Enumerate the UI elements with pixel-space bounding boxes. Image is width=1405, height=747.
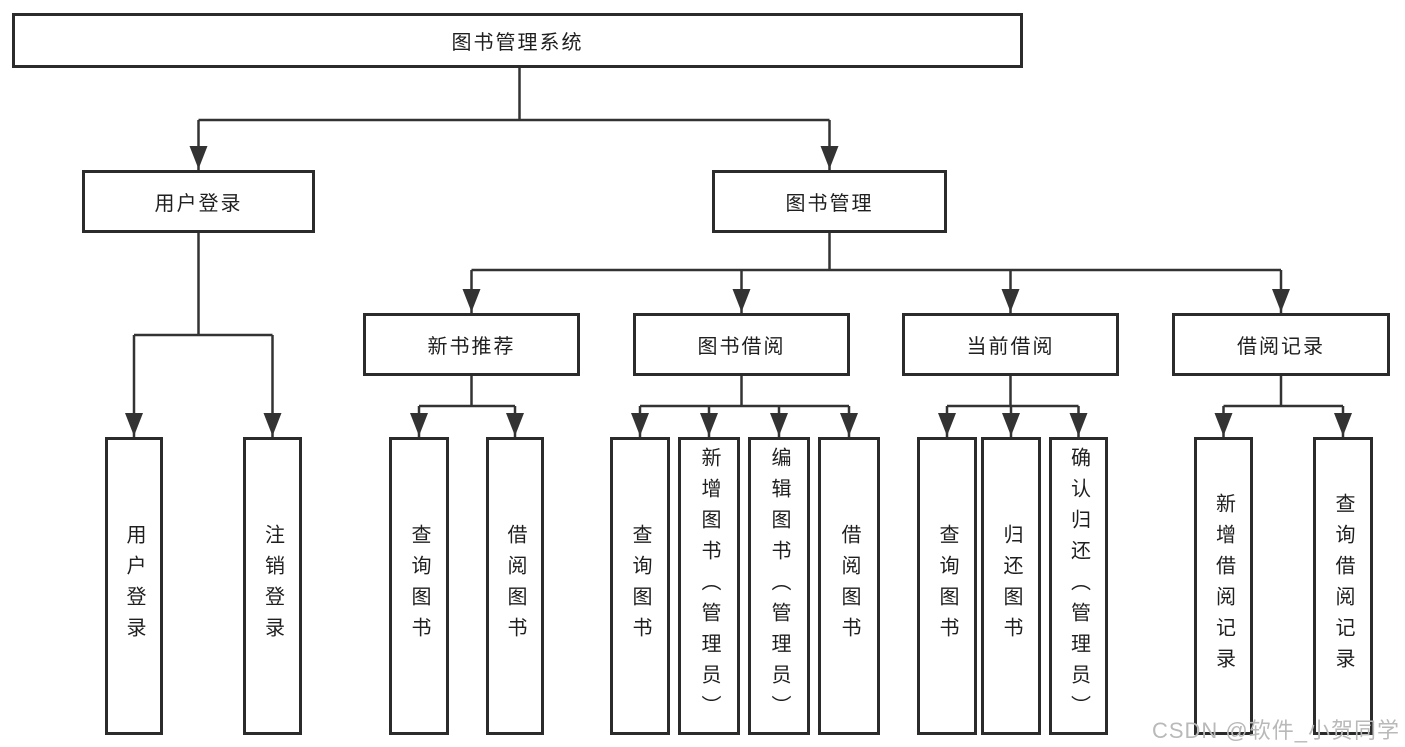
diagram-leaf-edit-book-admin: 编辑图书（管理员） (748, 437, 810, 735)
leaf-label: 确认归还（管理员） (1067, 446, 1090, 726)
diagram-leaf-add-book-admin: 新增图书（管理员） (678, 437, 740, 735)
diagram-leaf-add-borrow-record: 新增借阅记录 (1194, 437, 1253, 735)
diagram-node-book-management: 图书管理 (712, 170, 947, 233)
diagram-node-new-book-recommend: 新书推荐 (363, 313, 580, 376)
arrowheads (125, 146, 1352, 436)
diagram-leaf-borrow-query-book: 查询图书 (610, 437, 670, 735)
tree-edges (132, 68, 1345, 437)
leaf-label: 查询图书 (936, 524, 958, 648)
diagram-leaf-confirm-return-admin: 确认归还（管理员） (1049, 437, 1108, 735)
diagram-leaf-query-borrow-record: 查询借阅记录 (1313, 437, 1373, 735)
leaf-label: 注销登录 (261, 524, 284, 648)
leaf-label: 借阅图书 (838, 524, 860, 648)
leaf-label: 查询图书 (408, 524, 430, 648)
diagram-leaf-current-query-book: 查询图书 (917, 437, 977, 735)
diagram-leaf-recommend-borrow-book: 借阅图书 (486, 437, 544, 735)
leaf-label: 编辑图书（管理员） (768, 446, 790, 726)
diagram-leaf-logout: 注销登录 (243, 437, 302, 735)
csdn-watermark: CSDN @软件_小贺同学 (1151, 718, 1400, 743)
diagram-node-current-borrow: 当前借阅 (902, 313, 1119, 376)
diagram-node-borrow-records: 借阅记录 (1172, 313, 1390, 376)
leaf-label: 查询借阅记录 (1332, 493, 1354, 679)
leaf-label: 归还图书 (1000, 524, 1022, 648)
diagram-leaf-borrow-book: 借阅图书 (818, 437, 880, 735)
diagram-leaf-user-login: 用户登录 (105, 437, 163, 735)
leaf-label: 查询图书 (629, 524, 651, 648)
leaf-label: 新增借阅记录 (1212, 493, 1235, 679)
diagram-node-root: 图书管理系统 (12, 13, 1023, 68)
leaf-label: 借阅图书 (504, 524, 526, 648)
diagram-node-book-borrow: 图书借阅 (633, 313, 850, 376)
diagram-leaf-return-book: 归还图书 (981, 437, 1041, 735)
leaf-label: 用户登录 (123, 524, 145, 648)
leaf-label: 新增图书（管理员） (698, 446, 720, 726)
diagram-node-user-login: 用户登录 (82, 170, 315, 233)
diagram-leaf-recommend-query-book: 查询图书 (389, 437, 449, 735)
